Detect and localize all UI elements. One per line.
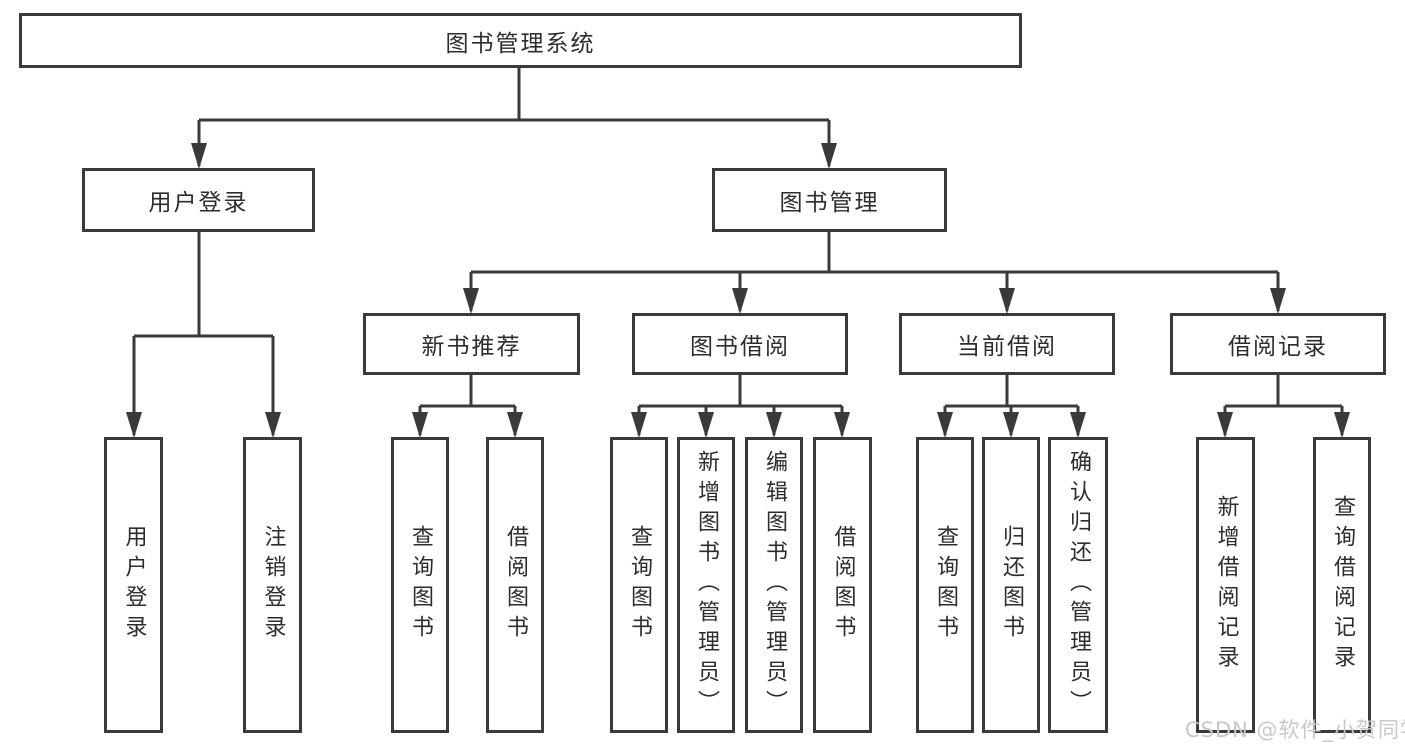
arrow-icon [412, 412, 428, 438]
node-leaf-label: 新增借阅记录 [1213, 495, 1239, 675]
node-leaf-label: 查询借阅记录 [1330, 495, 1355, 675]
arrow-icon [631, 412, 647, 438]
arrow-icon [1334, 412, 1350, 438]
node-leaf-query-books-2: 查询图书 [610, 437, 668, 733]
node-leaf-borrow-books-1: 借阅图书 [486, 437, 544, 733]
node-leaf-label: 查询图书 [627, 525, 652, 645]
node-leaf-add-borrow-record: 新增借阅记录 [1196, 437, 1255, 733]
node-leaf-confirm-return-admin: 确认归还（管理员） [1048, 437, 1108, 733]
node-borrow-records: 借阅记录 [1170, 313, 1386, 375]
arrow-icon [1003, 412, 1019, 438]
node-leaf-label: 查询图书 [408, 525, 433, 645]
node-leaf-label: 归还图书 [999, 525, 1024, 645]
node-leaf-return-books: 归还图书 [982, 437, 1040, 733]
arrow-icon [937, 412, 953, 438]
arrow-icon [1270, 288, 1286, 314]
arrow-icon [507, 412, 523, 438]
arrow-icon [191, 143, 207, 169]
node-leaf-label: 注销登录 [260, 525, 286, 645]
arrow-icon [126, 412, 142, 438]
node-current-borrow: 当前借阅 [899, 313, 1115, 375]
arrow-icon [999, 288, 1015, 314]
node-book-borrow: 图书借阅 [632, 313, 848, 375]
node-leaf-label: 用户登录 [121, 525, 147, 645]
arrow-icon [265, 412, 281, 438]
node-book-management: 图书管理 [712, 168, 947, 232]
connector-path [132, 66, 1344, 435]
arrow-icon [834, 412, 850, 438]
node-user-login: 用户登录 [82, 168, 315, 232]
node-leaf-add-books-admin: 新增图书（管理员） [677, 437, 735, 733]
arrow-icon [732, 288, 748, 314]
node-leaf-user-login: 用户登录 [104, 437, 163, 733]
node-leaf-query-books-1: 查询图书 [391, 437, 449, 733]
node-leaf-label: 查询图书 [933, 525, 958, 645]
node-leaf-label: 借阅图书 [503, 525, 528, 645]
node-leaf-query-books-3: 查询图书 [916, 437, 974, 733]
arrow-icon [463, 288, 479, 314]
arrow-icon [766, 412, 782, 438]
arrow-icon [821, 143, 837, 169]
node-leaf-label: 新增图书（管理员） [694, 450, 719, 720]
watermark-text: CSDN @软件_小贺同学 [1185, 718, 1405, 742]
node-leaf-query-borrow-record: 查询借阅记录 [1313, 437, 1371, 733]
arrow-icon [1217, 412, 1233, 438]
node-leaf-label: 确认归还（管理员） [1066, 450, 1091, 720]
node-leaf-borrow-books-2: 借阅图书 [813, 437, 872, 733]
node-leaf-label: 编辑图书（管理员） [762, 450, 787, 720]
node-leaf-label: 借阅图书 [830, 525, 856, 645]
node-new-book-recommend: 新书推荐 [363, 313, 580, 375]
node-leaf-edit-books-admin: 编辑图书（管理员） [745, 437, 803, 733]
node-leaf-logout-login: 注销登录 [243, 437, 302, 733]
arrow-icon [1070, 412, 1086, 438]
arrow-icon [698, 412, 714, 438]
arrowheads [126, 143, 1350, 438]
node-root: 图书管理系统 [19, 13, 1022, 68]
